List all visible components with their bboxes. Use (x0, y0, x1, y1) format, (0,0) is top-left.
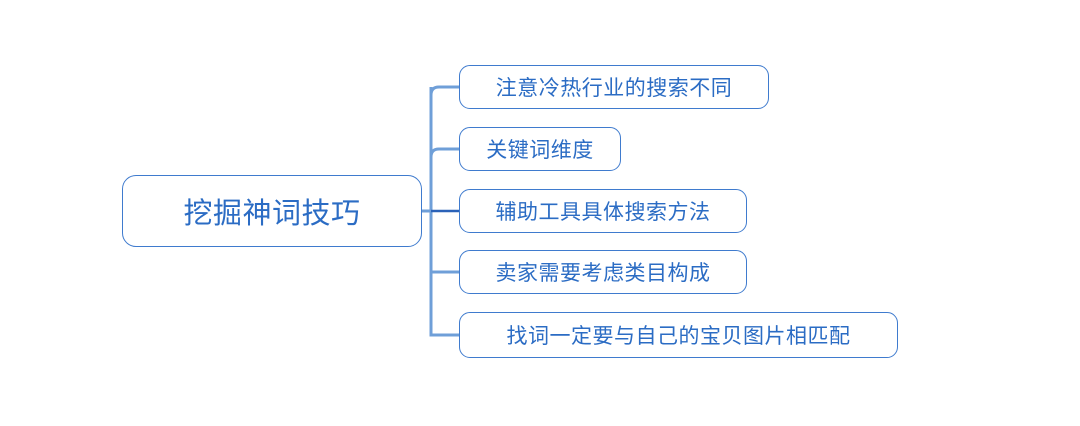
root-node-label: 挖掘神词技巧 (183, 198, 361, 230)
connector-branch-4 (429, 264, 459, 274)
child-node-1[interactable]: 注意冷热行业的搜索不同 (459, 65, 769, 109)
root-node[interactable]: 挖掘神词技巧 (122, 175, 422, 247)
child-node-5[interactable]: 找词一定要与自己的宝贝图片相匹配 (459, 312, 898, 358)
child-node-2-label: 关键词维度 (486, 138, 594, 162)
child-node-1-label: 注意冷热行业的搜索不同 (495, 76, 733, 100)
child-node-2[interactable]: 关键词维度 (459, 127, 621, 171)
connector-branch-5 (429, 327, 459, 337)
child-node-5-label: 找词一定要与自己的宝贝图片相匹配 (506, 324, 851, 348)
child-node-4[interactable]: 卖家需要考虑类目构成 (459, 250, 747, 294)
connector-branch-1 (429, 85, 459, 96)
connector-branch-2 (429, 147, 459, 158)
child-node-4-label: 卖家需要考虑类目构成 (495, 261, 711, 285)
child-node-3-label: 辅助工具具体搜索方法 (495, 200, 711, 224)
child-node-3[interactable]: 辅助工具具体搜索方法 (459, 189, 747, 233)
